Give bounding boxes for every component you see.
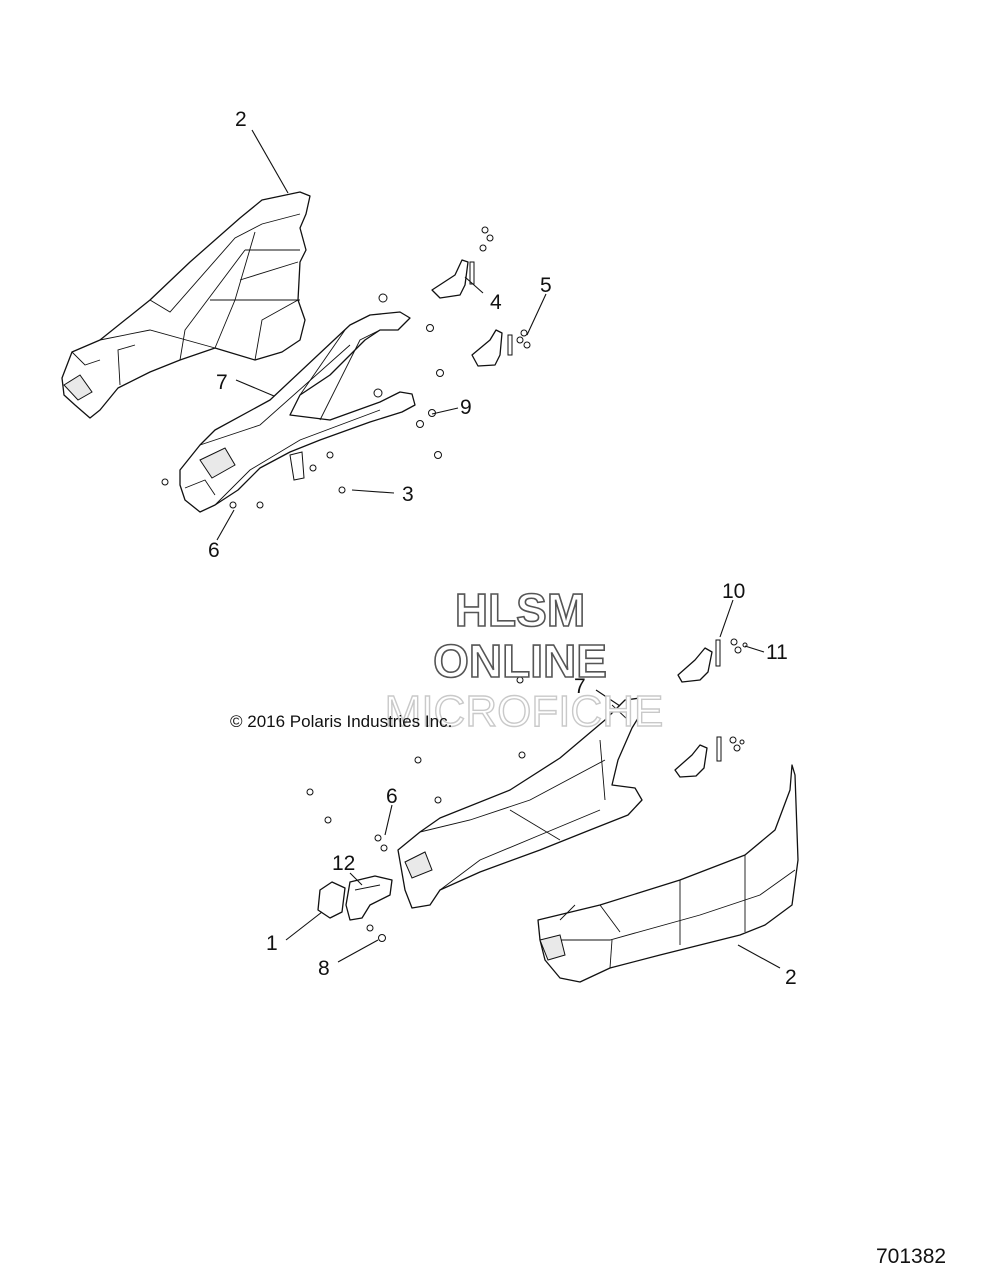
callout-11: 11: [766, 641, 788, 664]
top-door-frame: [179, 311, 416, 513]
callout-7-bottom: 7: [574, 675, 586, 698]
copyright-notice: © 2016 Polaris Industries Inc.: [230, 712, 452, 731]
callout-10: 10: [722, 580, 745, 603]
figure-number: 701382: [876, 1245, 946, 1268]
watermark-line-2: ONLINE: [433, 635, 607, 687]
callout-6-top: 6: [208, 539, 220, 562]
top-hinge-brackets: [431, 259, 513, 367]
bottom-fasteners: [306, 676, 526, 852]
watermark-line-1: HLSM: [455, 584, 585, 636]
watermark: HLSM ONLINE MICROFICHE: [384, 583, 664, 737]
callout-4: 4: [490, 291, 502, 314]
watermark-line-3: MICROFICHE: [385, 687, 664, 736]
bottom-latch-parts: [317, 875, 393, 942]
callout-12: 12: [332, 852, 355, 875]
callout-2-top: 2: [235, 108, 247, 131]
callout-6-bottom: 6: [386, 785, 398, 808]
top-leader-lines: [216, 129, 547, 541]
callout-5: 5: [540, 274, 552, 297]
bottom-hinge-brackets: [674, 638, 748, 778]
callout-9: 9: [460, 396, 472, 419]
callout-3: 3: [402, 483, 414, 506]
top-door-panel: [61, 191, 311, 419]
top-fasteners: [161, 226, 531, 509]
callout-8: 8: [318, 957, 330, 980]
bottom-door-panel: [537, 764, 799, 983]
callout-7-top: 7: [216, 371, 228, 394]
bottom-leader-lines: [285, 599, 781, 969]
bottom-door-frame: [397, 697, 643, 909]
callout-2-bottom: 2: [785, 966, 797, 989]
callout-1: 1: [266, 932, 278, 955]
